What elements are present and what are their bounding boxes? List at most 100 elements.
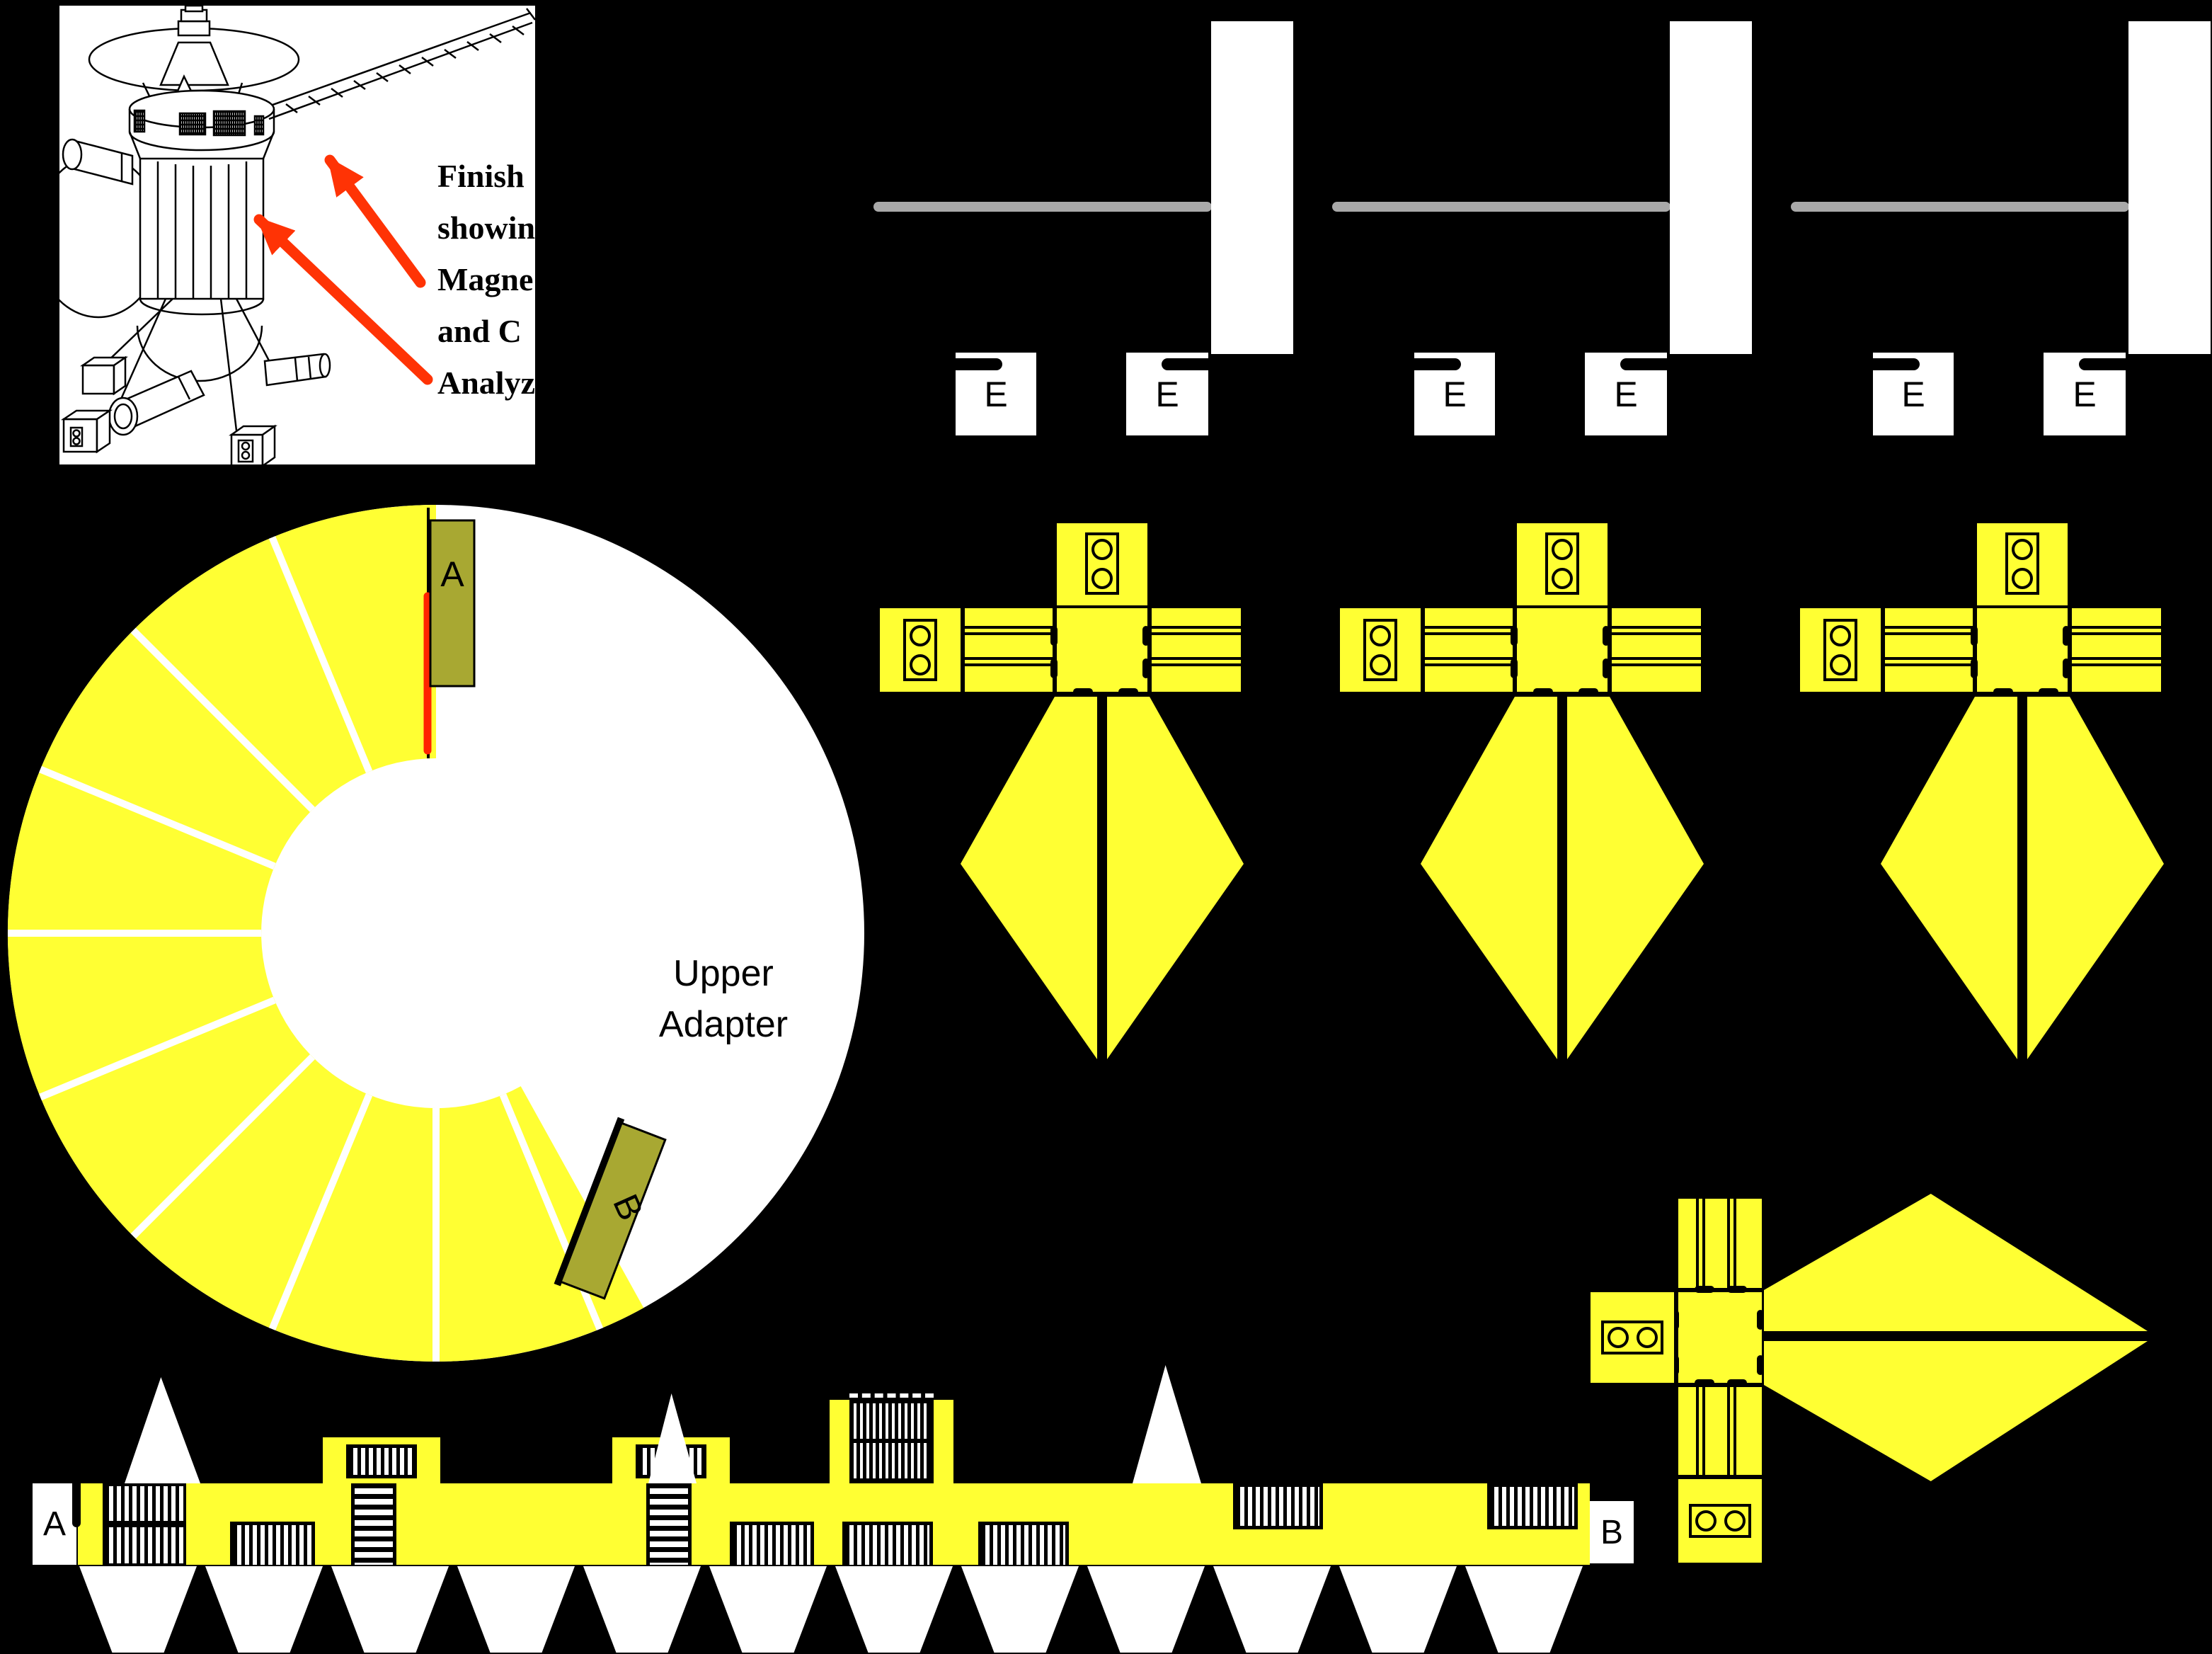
thruster-ports-icon <box>1545 532 1579 595</box>
fold-mark <box>1533 688 1553 695</box>
cluster-strut <box>1676 1197 1764 1290</box>
fold-mark <box>1511 658 1518 678</box>
adapter-cone-sector <box>7 505 644 1362</box>
fold-mark <box>1603 626 1610 646</box>
kite-panel-bottom <box>1764 1341 2148 1481</box>
e-tab: E <box>1126 353 1208 435</box>
fold-mark <box>1142 658 1150 678</box>
fold-mark <box>1757 1310 1764 1330</box>
e-tab-label: E <box>1901 374 1925 414</box>
tab-slot <box>2079 358 2126 370</box>
strip-band <box>78 1483 1590 1565</box>
hatch-block-top <box>1487 1483 1578 1529</box>
thruster-ports-icon <box>1363 619 1397 681</box>
fold-mark <box>1695 1379 1714 1386</box>
ladder-column <box>646 1483 692 1565</box>
cluster-core <box>1055 606 1150 694</box>
upper-adapter-ring: A B Upper Adapter <box>7 505 864 1362</box>
fold-mark <box>1971 658 1978 678</box>
thruster-ports-icon <box>2005 532 2039 595</box>
red-arrow-body <box>253 214 433 385</box>
thruster-ports-icon <box>1689 1504 1751 1538</box>
tab-flap-down <box>835 1566 953 1653</box>
fold-mark <box>2039 688 2058 695</box>
ladder-column <box>351 1483 396 1565</box>
glue-tab-a-label: A <box>440 554 464 594</box>
inset-caption: Finish showin Magne and C Analyz <box>437 150 535 409</box>
cluster-strut <box>1883 606 1975 694</box>
fold-mark <box>1993 688 2013 695</box>
hatch-block-bottom <box>842 1522 933 1568</box>
hatch-block-bottom <box>978 1522 1069 1568</box>
ring-spokes <box>8 536 604 1362</box>
fold-mark <box>1727 1379 1747 1386</box>
cluster-core <box>1515 606 1610 694</box>
fold-mark <box>1727 1286 1747 1293</box>
e-tab-label: E <box>984 374 1008 414</box>
high-gain-antenna <box>88 6 300 105</box>
red-arrow-boom <box>324 154 426 288</box>
spacecraft-drawing <box>59 6 535 464</box>
e-tab-label: E <box>1614 374 1638 414</box>
caption-line: Magne <box>437 261 534 297</box>
tab-flap-down <box>331 1566 449 1653</box>
framed-block <box>323 1437 440 1483</box>
tab-flap-down <box>205 1566 323 1653</box>
cluster-strut <box>2070 606 2163 694</box>
hatch-block-bottom <box>730 1522 814 1568</box>
spacecraft-body <box>128 131 275 382</box>
e-tab: E <box>1585 353 1667 435</box>
boom-panel <box>1670 21 1752 354</box>
glue-tab-a <box>429 519 476 688</box>
corner-flap-up <box>1133 1365 1201 1483</box>
thruster-hardware <box>60 298 331 464</box>
magnetometer-boom <box>264 8 535 120</box>
fold-mark <box>1142 626 1150 646</box>
kite-panel-left <box>1421 697 1557 1059</box>
tab-slot <box>1620 358 1667 370</box>
tab-slot <box>1414 358 1461 370</box>
e-tab-label: E <box>2073 374 2097 414</box>
caption-line: Analyz <box>437 365 535 401</box>
strip-label-b: B <box>1590 1501 1634 1563</box>
boom-line <box>1332 202 1671 212</box>
fold-mark <box>2063 626 2070 646</box>
cluster-strut <box>963 606 1055 694</box>
fold-mark <box>1050 658 1058 678</box>
e-tab: E <box>1873 353 1954 435</box>
e-tab: E <box>956 353 1036 435</box>
strip-label-a: A <box>33 1483 76 1565</box>
tab-slot <box>1162 358 1208 370</box>
strip-b-text: B <box>1600 1513 1623 1551</box>
glue-tab-b <box>554 1117 667 1300</box>
tab-flap-down <box>1465 1566 1583 1653</box>
tab-flap-down <box>961 1566 1079 1653</box>
hatch-block-bottom <box>230 1522 315 1568</box>
tab-slot <box>956 358 1002 370</box>
cluster-strut <box>1610 606 1703 694</box>
cluster-top-flap <box>1055 521 1150 608</box>
e-tab: E <box>2044 353 2126 435</box>
thruster-ports-icon <box>1085 532 1119 595</box>
tab-slot <box>1873 358 1920 370</box>
thruster-ports-icon <box>1601 1321 1663 1354</box>
e-tab-label: E <box>1155 374 1179 414</box>
fold-mark <box>1118 688 1138 695</box>
fold-mark <box>1757 1355 1764 1375</box>
e-tab: E <box>1414 353 1495 435</box>
tab-flap-down <box>1339 1566 1457 1653</box>
boom-panel <box>1211 21 1293 354</box>
adapter-title-line1: Upper <box>673 953 774 994</box>
thruster-ports-icon <box>1823 619 1857 681</box>
fold-mark <box>1511 626 1518 646</box>
fold-mark <box>1578 688 1598 695</box>
kite-panel-right <box>1567 697 1704 1059</box>
caption-line: Finish <box>437 158 525 194</box>
adapter-title-line2: Adapter <box>659 1004 788 1045</box>
tab-flap-down <box>1213 1566 1331 1653</box>
tab-flap-down <box>1087 1566 1205 1653</box>
kite-panel-right <box>1107 697 1244 1059</box>
cluster-core <box>1975 606 2070 694</box>
kite-panel-right <box>2027 697 2164 1059</box>
